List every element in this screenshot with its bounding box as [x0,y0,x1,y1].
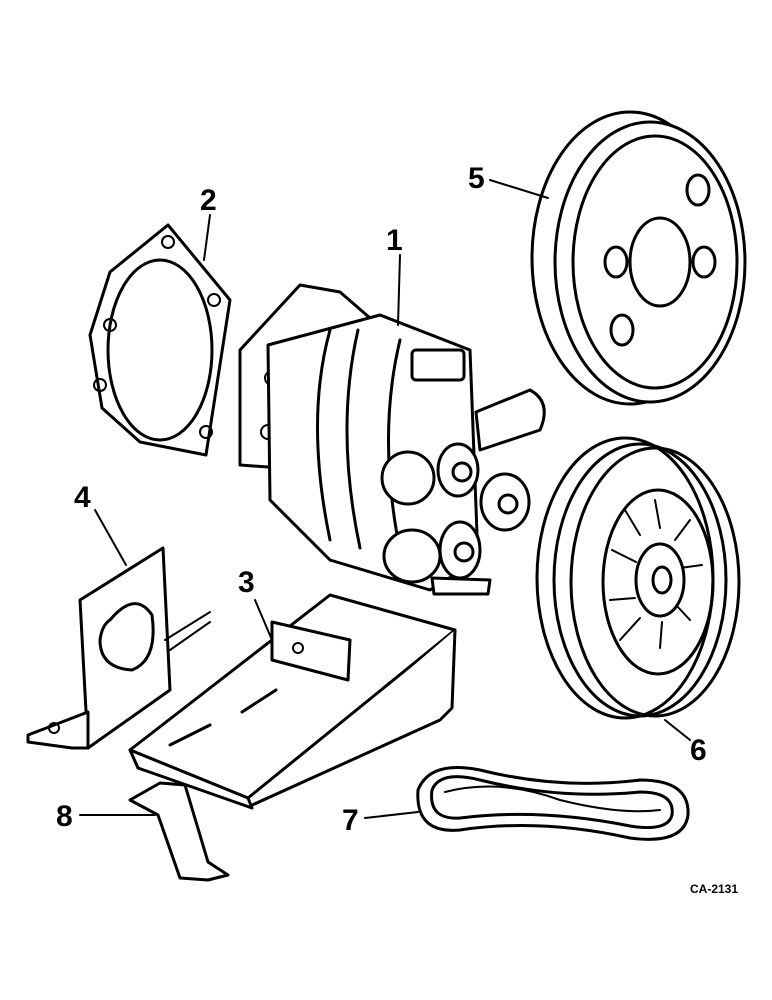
leader-line-3 [254,599,273,641]
pulley-part-6 [535,436,741,720]
leader-line-4 [94,509,127,566]
leader-lines [79,179,691,819]
callout-4: 4 [74,481,91,514]
callout-7: 7 [342,804,359,837]
callout-2: 2 [200,184,217,217]
leader-line-7 [364,811,419,819]
callout-5: 5 [468,162,485,195]
bracket-part-4 [26,546,211,750]
callout-3: 3 [238,566,255,599]
callout-6: 6 [690,734,707,767]
figure-reference-code: CA-2131 [690,882,738,896]
pulley-part-5 [530,110,747,406]
leader-line-5 [489,179,549,199]
pump-part-1 [238,283,546,596]
leader-line-1 [397,254,401,326]
leader-line-6 [664,719,691,741]
gasket-part-2 [88,223,232,457]
support-part-8 [128,781,230,882]
belt-part-7 [416,766,690,841]
leader-line-2 [203,214,211,261]
mounting-plate-part-3 [128,593,457,810]
callout-8: 8 [56,800,73,833]
callout-1: 1 [386,224,403,257]
